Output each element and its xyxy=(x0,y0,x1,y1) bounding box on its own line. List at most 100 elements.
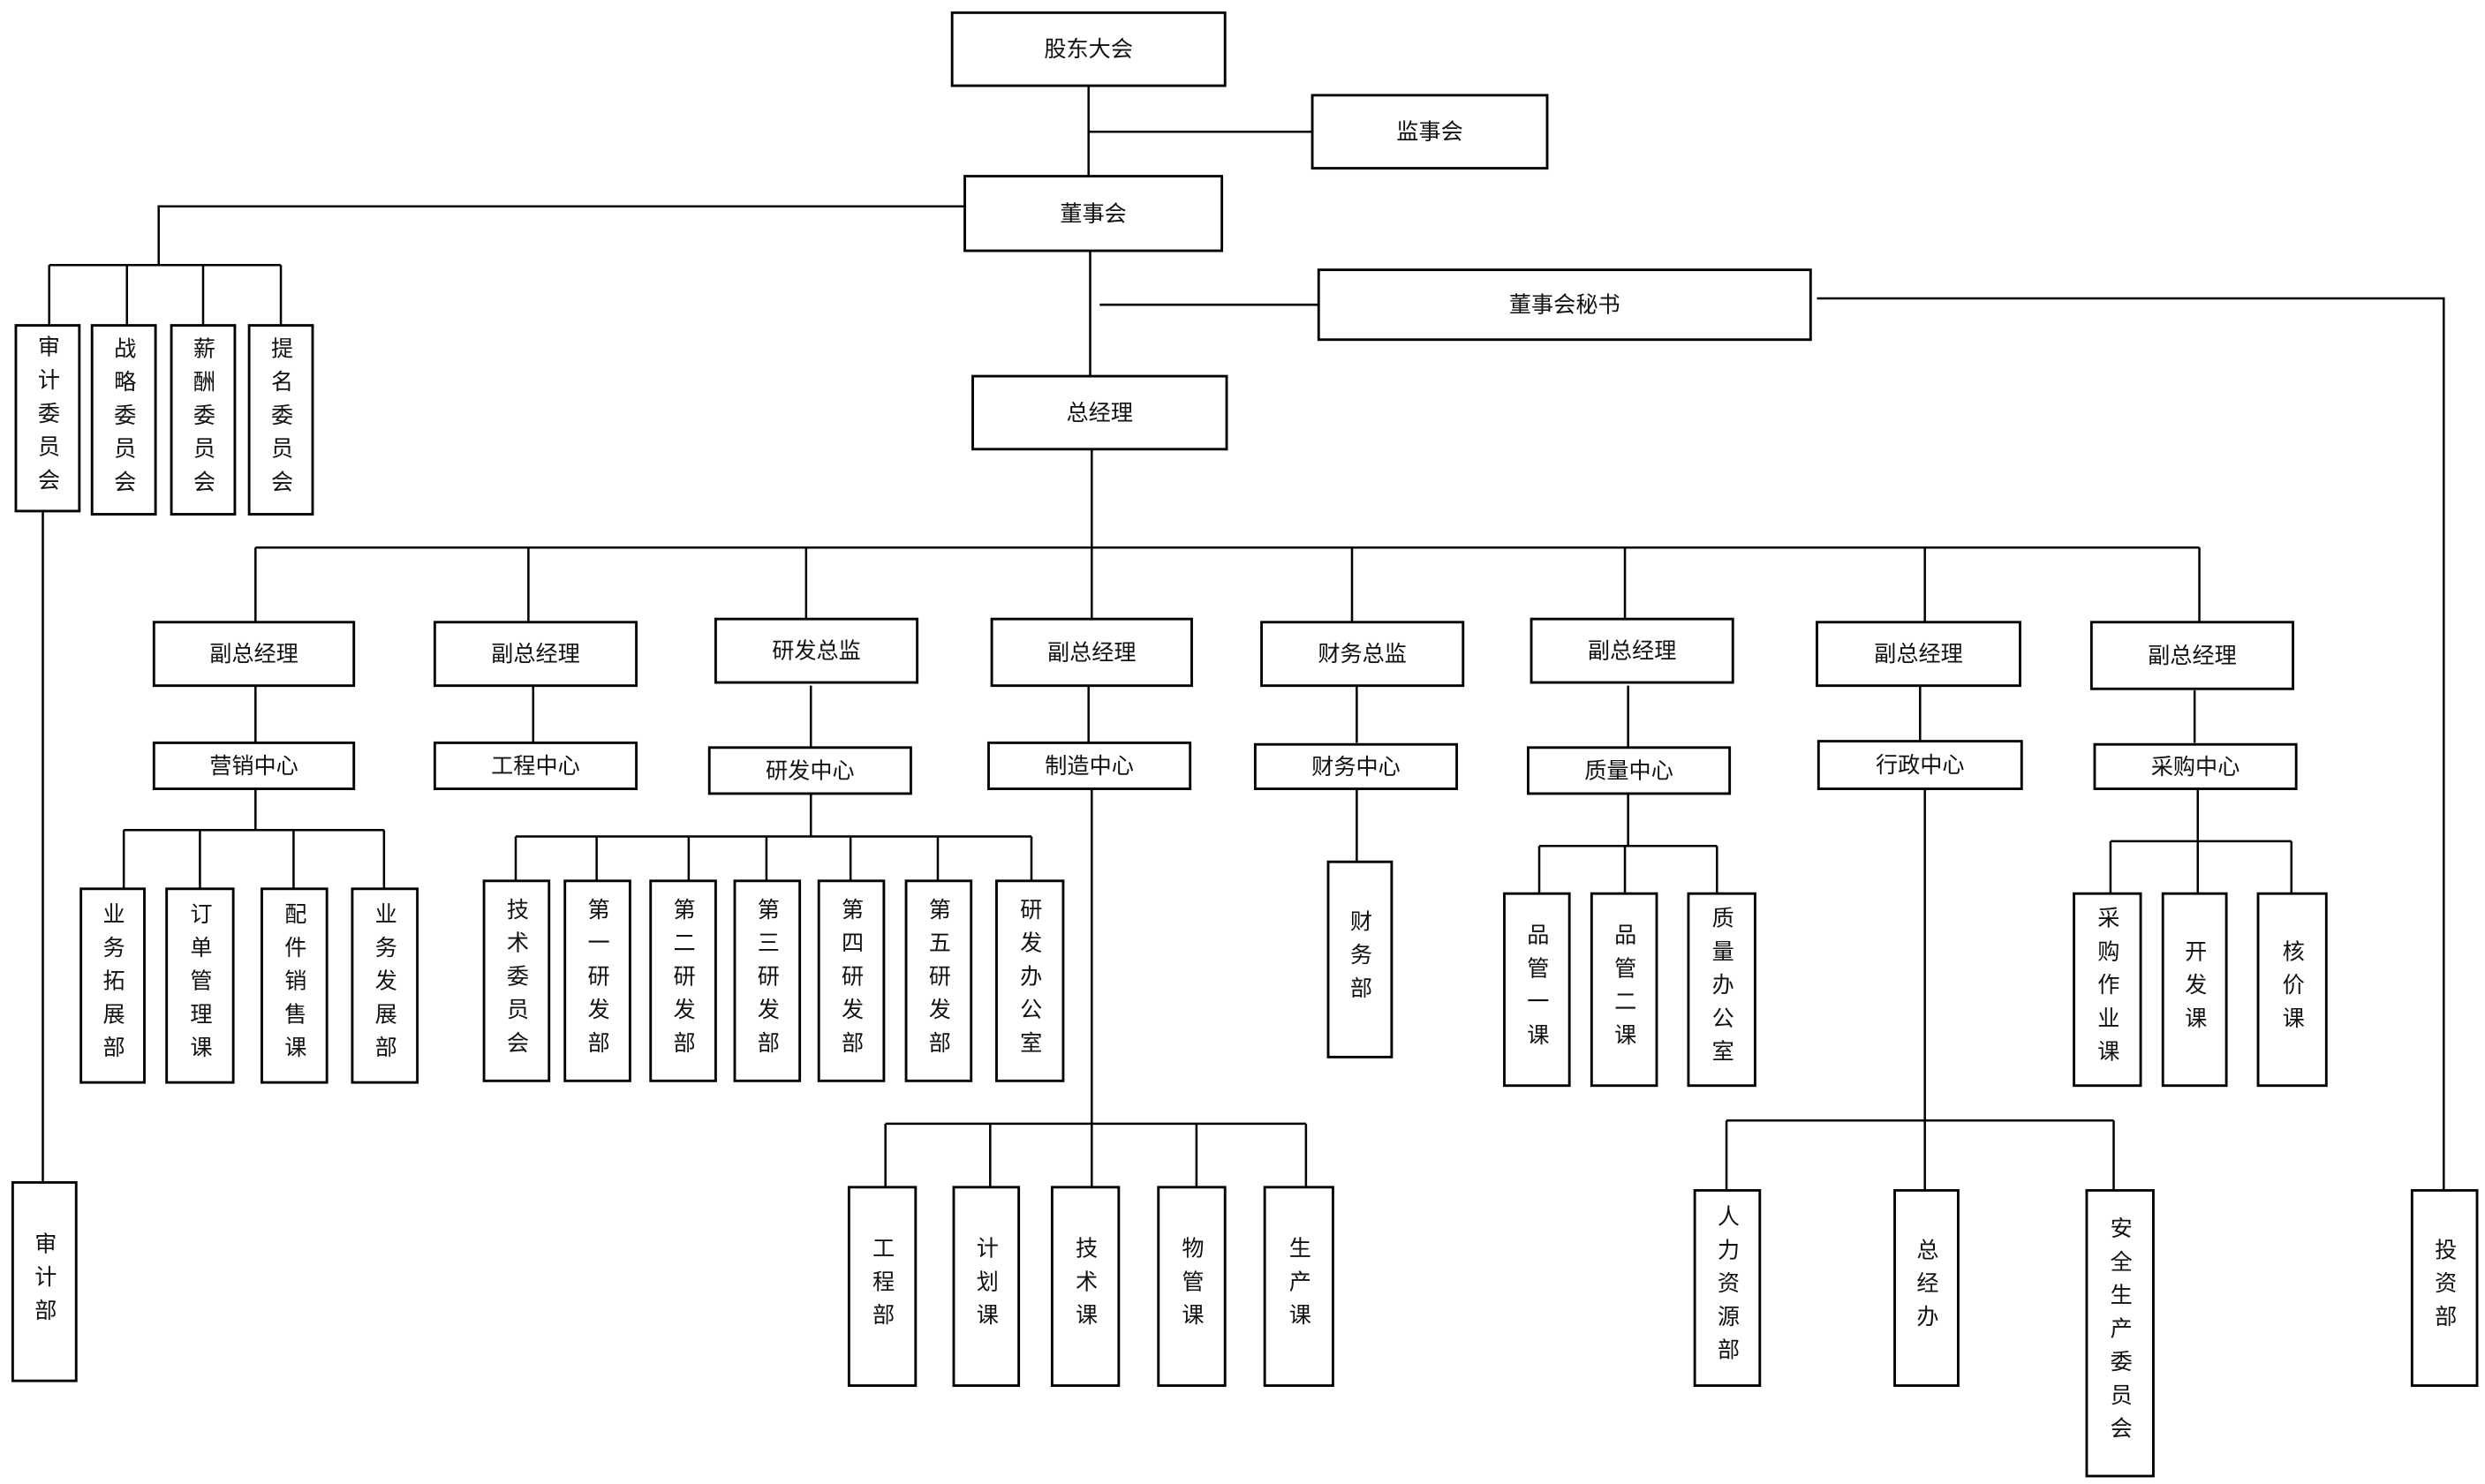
node-label: 技术课 xyxy=(1073,1237,1099,1337)
node-label: 第三研发部 xyxy=(754,898,780,1065)
node-label: 质量中心 xyxy=(1584,757,1673,783)
node-rd2: 第二研发部 xyxy=(649,879,717,1082)
node-engineering-center: 工程中心 xyxy=(433,741,638,790)
node-box xyxy=(995,879,1065,1082)
node-box xyxy=(1530,617,1734,684)
node-label: 股东大会 xyxy=(1044,36,1133,62)
node-box xyxy=(1693,1188,1762,1387)
node-label: 财务总监 xyxy=(1318,641,1407,667)
node-label: 薪酬委员会 xyxy=(191,336,216,503)
node-box xyxy=(714,617,919,684)
node-label: 财务中心 xyxy=(1311,754,1401,780)
node-admin-center: 行政中心 xyxy=(1817,740,2023,790)
node-vgm3: 副总经理 xyxy=(990,617,1193,688)
node-box xyxy=(963,175,1224,252)
node-label: 投资部 xyxy=(2432,1238,2458,1337)
node-strategy-committee: 战略委员会 xyxy=(90,324,157,516)
node-box xyxy=(817,879,886,1082)
node-box xyxy=(351,887,419,1084)
node-box xyxy=(1260,621,1465,688)
node-manufacturing-center: 制造中心 xyxy=(987,741,1192,790)
node-box xyxy=(247,324,314,516)
node-label: 副总经理 xyxy=(209,641,298,667)
node-box xyxy=(1317,268,1812,342)
node-planning: 计划课 xyxy=(952,1186,1021,1387)
node-vgm2: 副总经理 xyxy=(433,621,638,688)
node-label: 总经办 xyxy=(1914,1238,1939,1337)
node-box xyxy=(14,324,81,513)
node-purchasing-ops: 采购作业课 xyxy=(2073,892,2142,1088)
node-box xyxy=(649,879,717,1082)
node-label: 战略委员会 xyxy=(111,336,137,503)
node-engineering-dept: 工程部 xyxy=(847,1186,918,1387)
node-board: 董事会 xyxy=(963,175,1224,252)
node-box xyxy=(2093,742,2298,790)
node-vgm6: 副总经理 xyxy=(2089,621,2295,690)
node-box xyxy=(1893,1188,1960,1387)
node-box xyxy=(1527,746,1732,795)
node-vgm5: 副总经理 xyxy=(1816,621,2021,688)
node-box xyxy=(2256,892,2328,1088)
node-pricing: 核价课 xyxy=(2256,892,2328,1088)
node-label: 副总经理 xyxy=(2148,643,2237,668)
node-label: 生产课 xyxy=(1286,1237,1311,1337)
node-box xyxy=(11,1180,78,1382)
node-rd-center: 研发中心 xyxy=(707,746,912,795)
node-purchasing-center: 采购中心 xyxy=(2093,742,2298,790)
node-box xyxy=(733,879,802,1082)
node-box xyxy=(1310,94,1549,170)
node-qc1: 品管一课 xyxy=(1503,892,1571,1088)
node-order-mgmt: 订单管理课 xyxy=(165,887,235,1084)
node-box xyxy=(152,621,356,688)
node-label: 采购中心 xyxy=(2151,754,2240,780)
node-box xyxy=(165,887,235,1084)
node-rd4: 第四研发部 xyxy=(817,879,886,1082)
node-label: 研发中心 xyxy=(766,757,855,783)
node-box xyxy=(1157,1186,1227,1387)
node-biz-expansion: 业务拓展部 xyxy=(79,887,146,1084)
node-box xyxy=(971,374,1228,451)
node-label: 订单管理课 xyxy=(187,902,213,1069)
node-biz-development: 业务发展部 xyxy=(351,887,419,1084)
node-label: 行政中心 xyxy=(1876,752,1965,778)
node-label: 副总经理 xyxy=(1588,638,1677,664)
node-quality-center: 质量中心 xyxy=(1527,746,1732,795)
node-label: 业务发展部 xyxy=(372,902,397,1069)
node-supervisors: 监事会 xyxy=(1310,94,1549,170)
node-label: 计划课 xyxy=(973,1237,999,1337)
node-audit-dept: 审计部 xyxy=(11,1180,78,1382)
node-box xyxy=(433,741,638,790)
node-label: 开发课 xyxy=(2182,939,2208,1039)
node-box xyxy=(2161,892,2228,1088)
node-rd-director: 研发总监 xyxy=(714,617,919,684)
node-production: 生产课 xyxy=(1263,1186,1334,1387)
node-finance-dept: 财务部 xyxy=(1326,860,1394,1058)
node-box xyxy=(2410,1188,2479,1387)
node-label: 营销中心 xyxy=(209,753,298,779)
node-finance-center: 财务中心 xyxy=(1253,742,1459,790)
node-box xyxy=(261,887,329,1084)
node-box xyxy=(990,617,1193,688)
node-gm-office: 总经办 xyxy=(1893,1188,1960,1387)
node-box xyxy=(2089,621,2295,690)
node-label: 物管课 xyxy=(1179,1237,1205,1337)
node-box xyxy=(90,324,157,516)
node-label: 审计委员会 xyxy=(34,335,60,501)
node-tech-committee: 技术委员会 xyxy=(482,879,551,1082)
node-hr-dept: 人力资源部 xyxy=(1693,1188,1762,1387)
node-box xyxy=(1253,742,1459,790)
node-box xyxy=(707,746,912,795)
connectors xyxy=(42,86,2445,1191)
node-box xyxy=(950,11,1227,87)
node-label: 品管一课 xyxy=(1524,923,1550,1056)
node-label: 业务拓展部 xyxy=(100,902,125,1069)
node-marketing-center: 营销中心 xyxy=(152,741,356,790)
node-qc2: 品管二课 xyxy=(1590,892,1658,1088)
node-label: 副总经理 xyxy=(1874,641,1963,667)
node-label: 安全生产委员会 xyxy=(2107,1217,2133,1450)
node-box xyxy=(152,741,356,790)
node-parts-sales: 配件销售课 xyxy=(261,887,329,1084)
node-label: 提名委员会 xyxy=(268,336,294,503)
node-box xyxy=(1503,892,1571,1088)
node-technology: 技术课 xyxy=(1050,1186,1121,1387)
